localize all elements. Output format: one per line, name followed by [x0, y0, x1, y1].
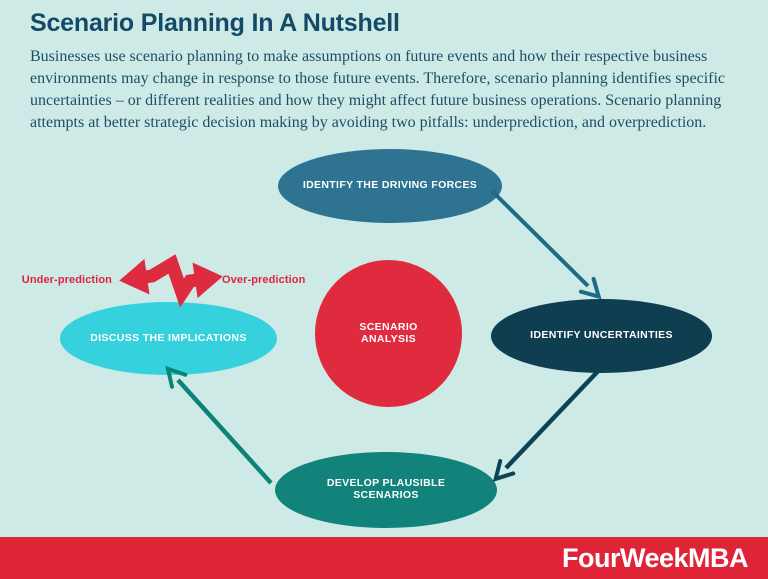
arrow-forces-to-uncertainties: [490, 189, 602, 300]
page-title: Scenario Planning In A Nutshell: [30, 9, 400, 37]
under-prediction-label: Under-prediction: [21, 274, 112, 286]
node-label: IDENTIFY THE DRIVING FORCES: [302, 179, 478, 192]
arrow-uncertainties-to-scenarios: [492, 366, 603, 482]
node-develop-plausible-scenarios: DEVELOP PLAUSIBLE SCENARIOS: [275, 452, 497, 528]
zigzag-double-arrow: [119, 254, 223, 308]
over-prediction-label: Over-prediction: [222, 274, 306, 286]
node-label: IDENTIFY UNCERTAINTIES: [530, 329, 673, 342]
brand-logo: FourWeekMBA: [561, 542, 749, 573]
node-discuss-the-implications: DISCUSS THE IMPLICATIONS: [60, 302, 277, 375]
node-label: SCENARIO ANALYSIS: [359, 320, 418, 345]
arrow-scenarios-to-implications: [165, 365, 273, 485]
node-label: DISCUSS THE IMPLICATIONS: [90, 331, 247, 344]
node-scenario-analysis: SCENARIO ANALYSIS: [315, 260, 462, 407]
node-label: DEVELOP PLAUSIBLE SCENARIOS: [326, 477, 446, 501]
node-identify-uncertainties: IDENTIFY UNCERTAINTIES: [491, 299, 712, 373]
node-identify-driving-forces: IDENTIFY THE DRIVING FORCES: [278, 149, 502, 223]
intro-paragraph: Businesses use scenario planning to make…: [30, 48, 726, 131]
footer-bar: FourWeekMBA: [0, 537, 768, 579]
